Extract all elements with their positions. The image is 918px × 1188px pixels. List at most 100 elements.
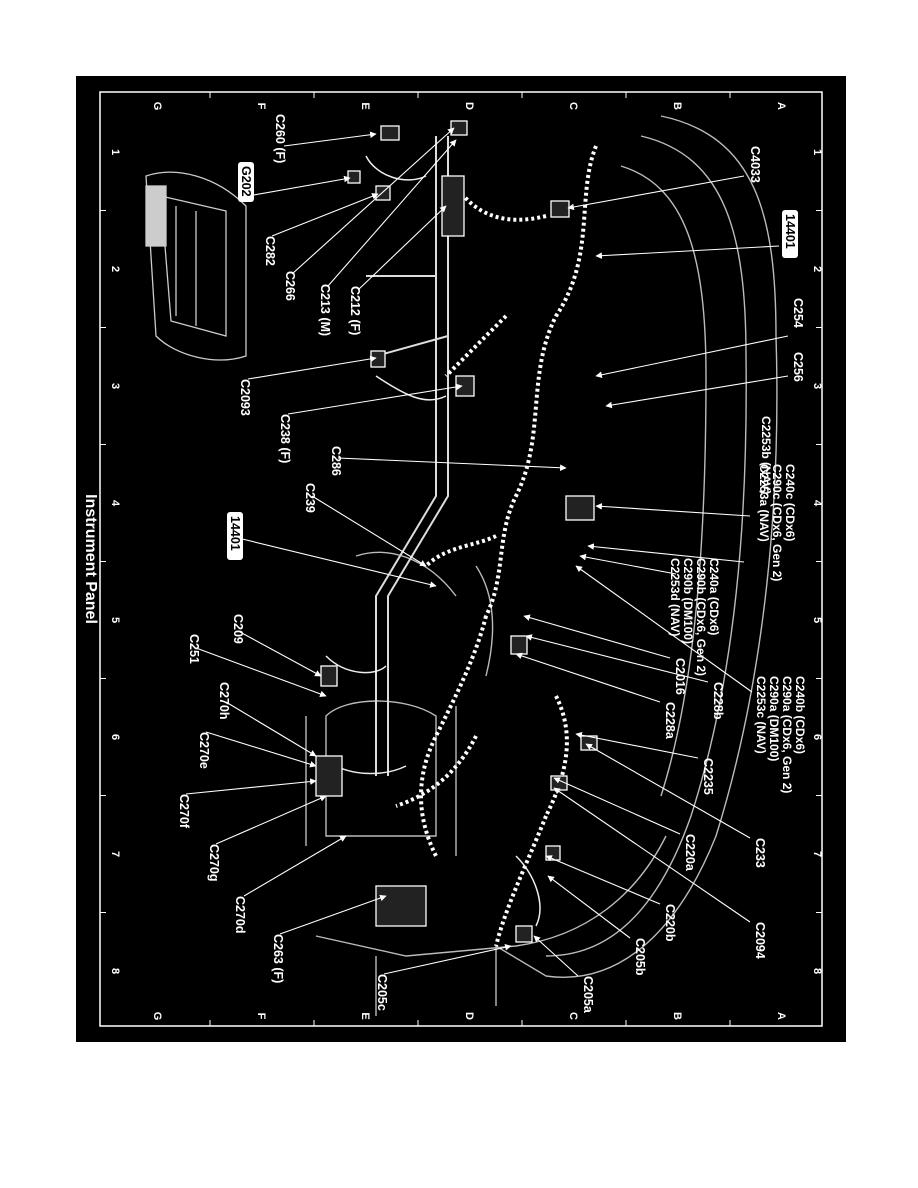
leader-line [587, 543, 745, 563]
grid-row-label: B [671, 1012, 683, 1020]
grid-row-label: F [255, 103, 267, 110]
callout-c205b: C205b [633, 938, 647, 976]
grid-col-label: 7 [811, 851, 823, 857]
grid-col-label: 4 [109, 500, 121, 507]
callout-label: C212 (F) [348, 286, 362, 335]
callout-c251: C251 [187, 634, 201, 664]
leader-line [205, 731, 317, 768]
leader-line [523, 614, 671, 659]
grid-row-label: F [255, 1013, 267, 1020]
leader-line [547, 875, 631, 939]
callout-box [238, 162, 254, 202]
callout-c228b: C228b [711, 682, 725, 720]
callout-label: C228b [711, 682, 725, 720]
leader-line [247, 175, 351, 197]
leader-line [579, 553, 677, 575]
callout-label: C239 [303, 483, 317, 513]
callout-box [782, 210, 798, 258]
callout-label: G202 [239, 166, 253, 197]
leader-line [311, 495, 427, 567]
leader-line [271, 193, 379, 237]
callout-label: C260 (F) [273, 114, 287, 163]
grid-col-label: 2 [109, 266, 121, 272]
grid-col-label: 6 [811, 734, 823, 740]
callout-label: C238 (F) [278, 414, 292, 463]
callout-label: C270g [207, 844, 221, 882]
leader-line [545, 855, 661, 905]
leader-line [337, 457, 567, 472]
callout-group-line: C240b (CDx6) [793, 676, 807, 754]
callout-group-g2: C240c (CDx6)C290c (CDx6, Gen 2)C2253a (N… [757, 464, 797, 581]
grid-row-label: G [151, 1012, 163, 1021]
callout-c270f: C270f [177, 794, 191, 829]
leader-line [291, 127, 455, 275]
callout-c233: C233 [753, 838, 767, 868]
callout-label: C213 (M) [318, 284, 332, 336]
callout-c260: C260 (F) [273, 114, 287, 163]
callout-c228a: C228a [663, 702, 677, 740]
callout-group-g3: C240a (CDx6)C290b (CDx6, Gen 2)C290b (DM… [668, 558, 721, 676]
grid-row-label: D [463, 1012, 475, 1020]
callout-c2094: C2094 [753, 922, 767, 959]
leader-line [383, 944, 512, 975]
callout-label: C209 [231, 614, 245, 644]
callout-label: C205c [375, 974, 389, 1011]
callout-c254: C254 [791, 298, 805, 328]
callout-label: C282 [263, 236, 277, 266]
callout-label: C4033 [748, 146, 762, 183]
grid-row-label: C [567, 1012, 579, 1020]
callout-label: C251 [187, 634, 201, 664]
callout-label: C270f [177, 794, 191, 829]
callout-c205a: C205a [581, 976, 595, 1014]
callout-label: C270e [197, 732, 211, 769]
callout-group-line: C2253a (NAV) [757, 464, 771, 542]
leader-line [357, 205, 447, 291]
leader-line [215, 795, 327, 845]
wiring-harness [395, 145, 598, 947]
leader-line [243, 835, 347, 897]
callout-label: C256 [791, 352, 805, 382]
callout-c205c: C205c [375, 974, 389, 1011]
callout-label: C205a [581, 976, 595, 1014]
callout-c270h: C270h [217, 682, 231, 720]
callout-label: C254 [791, 298, 805, 328]
callout-group-line: C240a (CDx6) [707, 558, 721, 635]
callout-label: C286 [329, 446, 343, 476]
grid-col-label: 3 [109, 383, 121, 389]
callout-label: C2235 [701, 758, 715, 795]
callout-c270d: C270d [233, 896, 247, 934]
callout-label: C2016 [673, 658, 687, 695]
leader-line [327, 139, 457, 287]
grid-row-label: E [359, 1012, 371, 1019]
callout-c209: C209 [231, 614, 245, 644]
callout-c282: C282 [263, 236, 277, 266]
grid-row-label: D [463, 102, 475, 110]
grid-frame [99, 91, 823, 1027]
callout-c256: C256 [791, 352, 805, 382]
callout-c270e: C270e [197, 732, 211, 769]
leader-line [525, 634, 709, 683]
callout-b14401b: 14401 [227, 512, 243, 560]
grid-row-label: B [671, 102, 683, 110]
leader-line [515, 652, 661, 703]
callout-group-line: C290b (DM100) [681, 558, 695, 644]
cross-car-beam [366, 136, 449, 776]
grid-col-label: 8 [109, 968, 121, 974]
grid-col-label: 7 [109, 851, 121, 857]
callout-c238: C238 (F) [278, 414, 292, 463]
callout-label: C233 [753, 838, 767, 868]
callout-c2235: C2235 [701, 758, 715, 795]
callout-label: C266 [283, 271, 297, 301]
leader-line [553, 787, 751, 923]
grid-col-label: 2 [811, 266, 823, 272]
diagram-title: Instrument Panel [82, 494, 99, 624]
callout-group-line: C290a (DM100) [767, 676, 781, 761]
callout-group-line: C290b (CDx6, Gen 2) [694, 558, 708, 676]
leader-line [595, 335, 789, 379]
callout-label: C270d [233, 896, 247, 934]
callout-g202: G202 [238, 162, 254, 202]
callout-c213: C213 (M) [318, 284, 332, 336]
callout-group-line: C240c (CDx6) [783, 464, 797, 541]
